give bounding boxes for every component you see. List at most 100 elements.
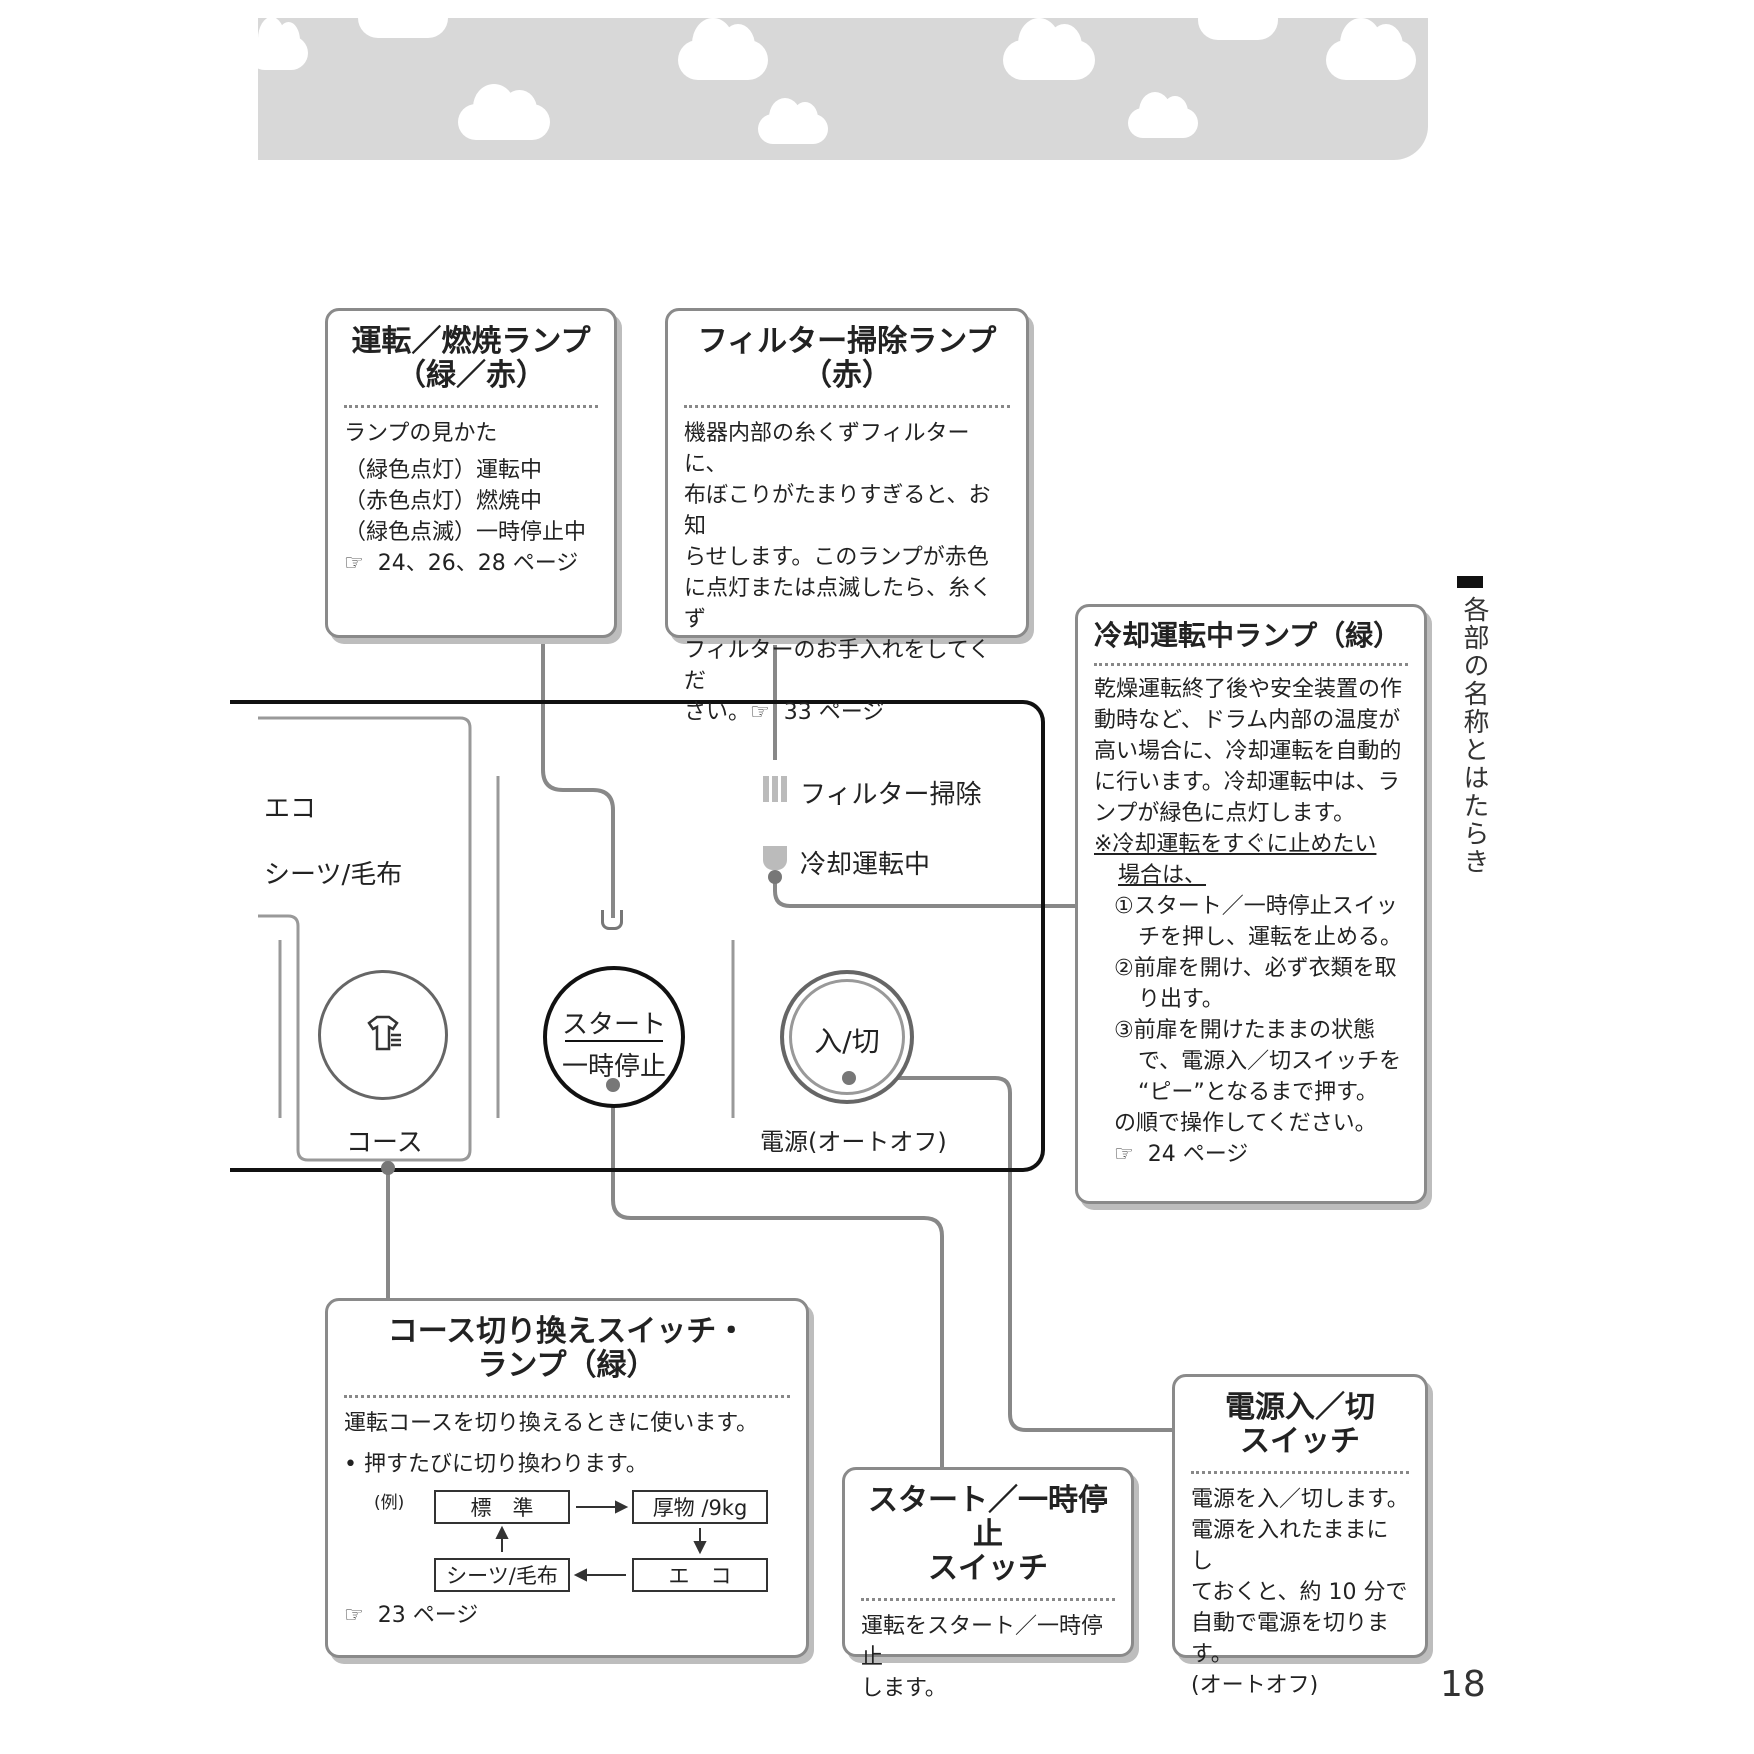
page-number: 18 xyxy=(1440,1664,1486,1705)
callout-title: 冷却運転中ランプ（緑） xyxy=(1094,619,1402,652)
dotted-divider xyxy=(1094,663,1408,666)
connector-dot xyxy=(606,1078,620,1092)
panel-eco-label: エコ xyxy=(264,794,317,824)
connector-dot xyxy=(381,1161,395,1175)
example-label: (例) xyxy=(374,1493,405,1513)
pointing-hand-icon: ☞ xyxy=(750,700,770,725)
cooling-label: 冷却運転中 xyxy=(800,850,931,880)
cloud-shape xyxy=(1003,18,1095,80)
callout-text: 運転コースを切り換えるときに使います。 xyxy=(344,1411,759,1436)
section-tab-marker xyxy=(1457,576,1483,588)
shirt-icon xyxy=(367,1015,401,1051)
dotted-divider xyxy=(344,1395,790,1398)
callout-ref: ☞ 24 ページ xyxy=(1094,1139,1408,1170)
callout-ref: ☞ 23 ページ xyxy=(344,1600,790,1631)
callout-text: ておくと、約 10 分で xyxy=(1191,1580,1408,1605)
page-ref: 23 ページ xyxy=(377,1603,479,1628)
callout-title: 運転／燃焼ランプ xyxy=(351,324,591,359)
callout-text: 機器内部の糸くずフィルターに、 xyxy=(684,421,970,477)
callout-text: 電源を入れたままにし xyxy=(1191,1518,1389,1574)
cloud-shape xyxy=(758,97,828,144)
pointing-hand-icon: ☞ xyxy=(344,551,364,576)
callout-text: • 押すたびに切り換わります。 xyxy=(344,1452,648,1477)
start-label: スタート xyxy=(561,1010,666,1040)
course-label: コース xyxy=(346,1128,423,1158)
callout-text: 高い場合に、冷却運転を自動的 xyxy=(1094,739,1402,764)
callout-text-end: さい。 xyxy=(684,700,751,725)
cloud-shape xyxy=(458,84,550,140)
page-ref: 33 ページ xyxy=(783,700,885,725)
connector-dot xyxy=(842,1071,856,1085)
callout-title: 電源入／切 xyxy=(1225,1390,1375,1425)
course-box-sheets: シーツ/毛布 xyxy=(434,1558,570,1592)
control-panel xyxy=(230,700,1045,1172)
pointing-hand-icon: ☞ xyxy=(344,1603,364,1628)
callout-step: ③前扉を開けたままの状態 xyxy=(1114,1018,1376,1043)
callout-text: に点灯または点滅したら、糸くず xyxy=(684,576,993,632)
callout-title: （赤） xyxy=(802,358,892,393)
callout-step: “ピー”となるまで押す。 xyxy=(1138,1080,1378,1105)
callout-step: チを押し、運転を止める。 xyxy=(1138,925,1403,950)
cloud-shape xyxy=(1326,18,1416,80)
callout-text: ランプの見かた xyxy=(344,421,498,446)
header-cloud-banner xyxy=(258,18,1428,160)
callout-text: 布ぼこりがたまりすぎると、お知 xyxy=(684,483,991,539)
callout-step: ②前扉を開け、必ず衣類を取 xyxy=(1114,956,1397,981)
panel-sheets-label: シーツ/毛布 xyxy=(264,860,403,890)
page-ref: 24、26、28 ページ xyxy=(377,551,579,576)
callout-text: 運転をスタート／一時停止 xyxy=(861,1614,1104,1670)
connector-dot xyxy=(768,870,782,884)
callout-run-lamp: 運転／燃焼ランプ （緑／赤） ランプの見かた （緑色点灯）運転中 （赤色点灯）燃… xyxy=(325,308,617,638)
callout-text: 電源を入／切します。 xyxy=(1191,1487,1409,1512)
callout-text: （赤色点灯）燃焼中 xyxy=(344,489,543,514)
cloud-shape xyxy=(1128,91,1198,138)
callout-step: ①スタート／一時停止スイッ xyxy=(1114,894,1398,919)
callout-text: 動時など、ドラム内部の温度が xyxy=(1094,708,1401,733)
callout-text: します。 xyxy=(861,1676,947,1701)
callout-text: 自動で電源を切ります。 xyxy=(1191,1611,1390,1667)
callout-text: (オートオフ) xyxy=(1191,1673,1319,1698)
dotted-divider xyxy=(1191,1471,1409,1474)
callout-text: フィルターのお手入れをしてくだ xyxy=(684,638,991,694)
callout-text: らせします。このランプが赤色 xyxy=(684,545,989,570)
callout-text: ンプが緑色に点灯します。 xyxy=(1094,801,1356,826)
callout-filter-lamp: フィルター掃除ランプ （赤） 機器内部の糸くずフィルターに、 布ぼこりがたまりす… xyxy=(665,308,1029,725)
cooling-lamp-icon xyxy=(763,846,787,870)
callout-text: の順で操作してください。 xyxy=(1114,1111,1377,1136)
dotted-divider xyxy=(861,1598,1115,1601)
callout-ref: ☞ 24、26、28 ページ xyxy=(344,548,598,579)
callout-title: スタート／一時停止 xyxy=(868,1483,1108,1552)
cloud-shape xyxy=(678,18,768,80)
callout-note: 場合は、 xyxy=(1118,863,1207,888)
run-lamp-icon xyxy=(601,910,623,930)
course-cycle-diagram: (例) 標 準 厚物 /9kg エ コ シーツ/毛布 xyxy=(344,1480,790,1600)
dotted-divider xyxy=(344,405,598,408)
callout-title: ランプ（緑） xyxy=(477,1348,657,1383)
page-ref: 24 ページ xyxy=(1147,1142,1249,1167)
filter-lamp-icon xyxy=(763,776,789,802)
callout-course-switch: コース切り換えスイッチ・ ランプ（緑） 運転コースを切り換えるときに使います。 … xyxy=(325,1298,809,1658)
callout-title: コース切り換えスイッチ・ xyxy=(387,1314,747,1349)
course-box-heavy: 厚物 /9kg xyxy=(632,1490,768,1524)
callout-text: に行います。冷却運転中は、ラ xyxy=(1094,770,1400,795)
pause-label: 一時停止 xyxy=(561,1052,666,1082)
callout-text: （緑色点滅）一時停止中 xyxy=(344,520,587,545)
callout-title: スイッチ xyxy=(1240,1424,1360,1459)
cloud-shape xyxy=(258,18,308,70)
power-label: 電源(オートオフ) xyxy=(760,1128,947,1156)
button-divider xyxy=(565,1040,663,1042)
cycle-arrows xyxy=(495,1500,707,1582)
course-box-eco: エ コ xyxy=(632,1558,768,1592)
callout-power-switch: 電源入／切 スイッチ 電源を入／切します。 電源を入れたままにし ておくと、約 … xyxy=(1172,1374,1428,1698)
callout-title: （緑／赤） xyxy=(396,358,546,393)
callout-text: 乾燥運転終了後や安全装置の作 xyxy=(1094,677,1403,702)
callout-start-switch: スタート／一時停止 スイッチ 運転をスタート／一時停止 します。 xyxy=(842,1467,1134,1701)
section-side-label: 各部の名称とはたらき xyxy=(1459,596,1489,876)
callout-title: スイッチ xyxy=(928,1551,1048,1586)
callout-text: （緑色点灯）運転中 xyxy=(344,458,543,483)
callout-step: で、電源入／切スイッチを xyxy=(1138,1049,1402,1074)
callout-cooling-lamp: 冷却運転中ランプ（緑） 乾燥運転終了後や安全装置の作 動時など、ドラム内部の温度… xyxy=(1075,604,1427,1204)
cloud-shape xyxy=(358,18,448,38)
course-button[interactable] xyxy=(318,970,448,1100)
